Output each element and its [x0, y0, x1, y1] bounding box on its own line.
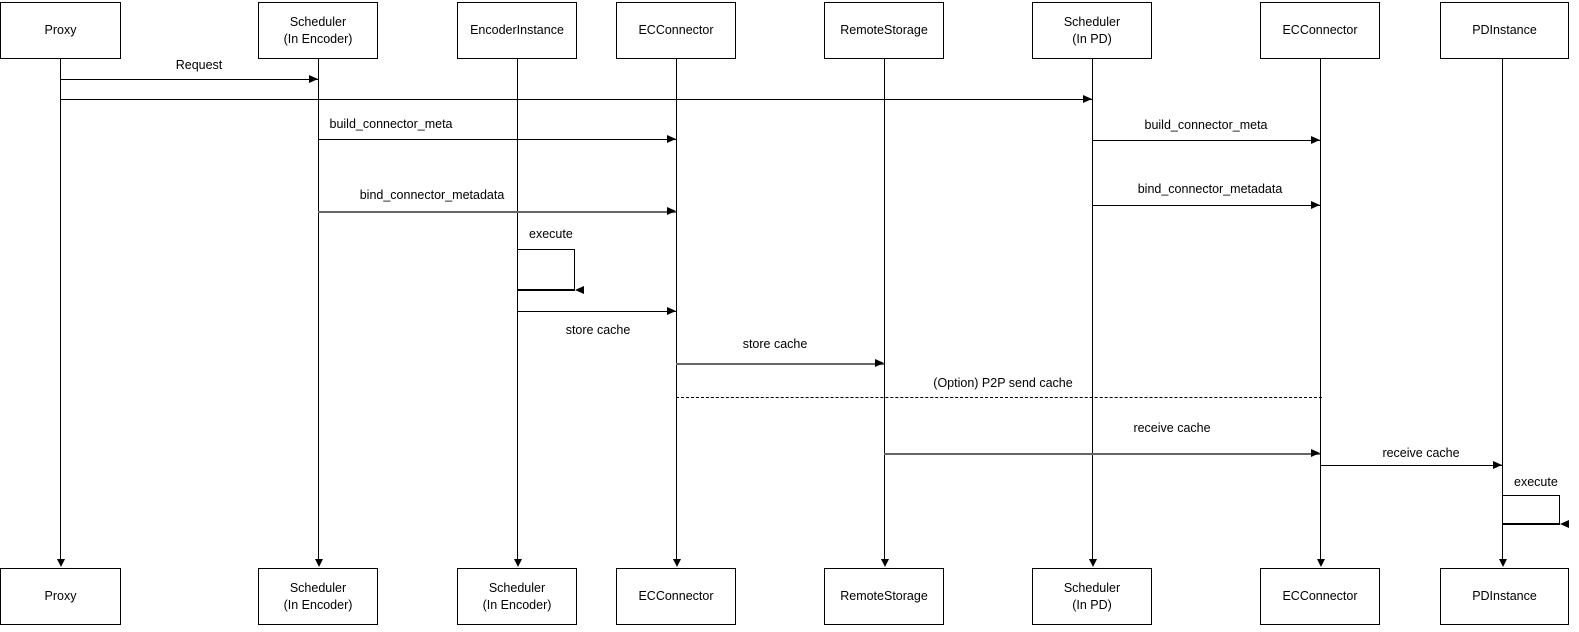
participant-box-bottom-pd_inst[interactable]: PDInstance: [1440, 568, 1569, 625]
participant-box-top-ecc_pd[interactable]: ECConnector: [1260, 2, 1380, 59]
message-arrowhead-proxy_to_sched_pd: [1083, 95, 1092, 103]
participant-box-top-sched_pd[interactable]: Scheduler (In PD): [1032, 2, 1152, 59]
lifeline-sched_pd: [1092, 59, 1093, 559]
message-line-receive_cache_sched: [884, 453, 1320, 455]
participant-box-bottom-sched_pd[interactable]: Scheduler (In PD): [1032, 568, 1152, 625]
message-line-store_cache_enc: [517, 311, 676, 312]
lifeline-pd_inst: [1502, 59, 1503, 559]
participant-box-bottom-encoder_inst[interactable]: Scheduler (In Encoder): [457, 568, 577, 625]
message-arrowhead-build_meta_pd: [1311, 136, 1320, 144]
lifeline-arrowhead-ecc_pd: [1316, 559, 1325, 567]
message-label-store_cache_enc: store cache: [562, 323, 634, 337]
participant-box-top-remote_store[interactable]: RemoteStorage: [824, 2, 944, 59]
message-arrowhead-execute_enc_return: [575, 286, 584, 294]
message-line-store_cache_remote: [676, 363, 884, 365]
message-arrowhead-receive_cache_sched: [1311, 449, 1320, 457]
participant-box-bottom-remote_store[interactable]: RemoteStorage: [824, 568, 944, 625]
participant-box-top-pd_inst[interactable]: PDInstance: [1440, 2, 1569, 59]
message-line-bind_meta_pd: [1092, 205, 1320, 206]
lifeline-sched_enc: [318, 59, 319, 559]
message-label-bind_meta_pd: bind_connector_metadata: [1134, 182, 1286, 196]
message-line-build_meta_pd: [1092, 140, 1320, 141]
participant-box-bottom-sched_enc[interactable]: Scheduler (In Encoder): [258, 568, 378, 625]
message-arrowhead-execute_pd_return: [1560, 520, 1569, 528]
lifeline-proxy: [60, 59, 61, 559]
message-line-execute_pd_return: [1502, 524, 1560, 525]
message-label-bind_meta_enc: bind_connector_metadata: [356, 188, 508, 202]
message-label-receive_cache_pd: receive cache: [1379, 446, 1463, 460]
message-label-receive_cache_sched: receive cache: [1130, 421, 1214, 435]
message-arrowhead-receive_cache_pd: [1493, 461, 1502, 469]
lifeline-arrowhead-pd_inst: [1498, 559, 1507, 567]
participant-box-top-encoder_inst[interactable]: EncoderInstance: [457, 2, 577, 59]
lifeline-arrowhead-proxy: [56, 559, 65, 567]
message-label-store_cache_remote: store cache: [739, 337, 811, 351]
lifeline-arrowhead-encoder_inst: [513, 559, 522, 567]
message-arrowhead-build_meta_enc: [667, 135, 676, 143]
message-arrowhead-request: [309, 75, 318, 83]
lifeline-ecc_enc: [676, 59, 677, 559]
self-loop-execute_pdinstance: [1502, 495, 1560, 524]
lifeline-remote_store: [884, 59, 885, 559]
self-loop-label-execute_pdinstance: execute: [1511, 475, 1561, 489]
lifeline-arrowhead-remote_store: [880, 559, 889, 567]
lifeline-ecc_pd: [1320, 59, 1321, 559]
message-line-bind_meta_enc: [318, 211, 676, 213]
message-line-proxy_to_sched_pd: [60, 99, 1092, 100]
participant-box-top-proxy[interactable]: Proxy: [0, 2, 121, 59]
participant-box-bottom-ecc_pd[interactable]: ECConnector: [1260, 568, 1380, 625]
message-label-request: Request: [172, 58, 226, 72]
participant-box-bottom-proxy[interactable]: Proxy: [0, 568, 121, 625]
message-arrowhead-bind_meta_pd: [1311, 201, 1320, 209]
message-arrowhead-store_cache_enc: [667, 307, 676, 315]
lifeline-arrowhead-ecc_enc: [672, 559, 681, 567]
message-label-p2p_send_cache: (Option) P2P send cache: [930, 376, 1076, 390]
message-line-execute_enc_return: [517, 290, 575, 291]
message-arrowhead-bind_meta_enc: [667, 207, 676, 215]
message-line-p2p_send_cache: [676, 397, 1322, 398]
lifeline-arrowhead-sched_pd: [1088, 559, 1097, 567]
message-line-build_meta_enc: [318, 139, 676, 140]
message-line-receive_cache_pd: [1320, 465, 1502, 466]
message-label-build_meta_enc: build_connector_meta: [326, 117, 456, 131]
participant-box-top-sched_enc[interactable]: Scheduler (In Encoder): [258, 2, 378, 59]
message-arrowhead-store_cache_remote: [875, 359, 884, 367]
lifeline-arrowhead-sched_enc: [314, 559, 323, 567]
lifeline-encoder_inst: [517, 59, 518, 559]
participant-box-top-ecc_enc[interactable]: ECConnector: [616, 2, 736, 59]
self-loop-execute_encoder: [517, 249, 575, 290]
participant-box-bottom-ecc_enc[interactable]: ECConnector: [616, 568, 736, 625]
message-line-request: [60, 79, 318, 80]
self-loop-label-execute_encoder: execute: [526, 227, 576, 241]
message-label-build_meta_pd: build_connector_meta: [1141, 118, 1271, 132]
